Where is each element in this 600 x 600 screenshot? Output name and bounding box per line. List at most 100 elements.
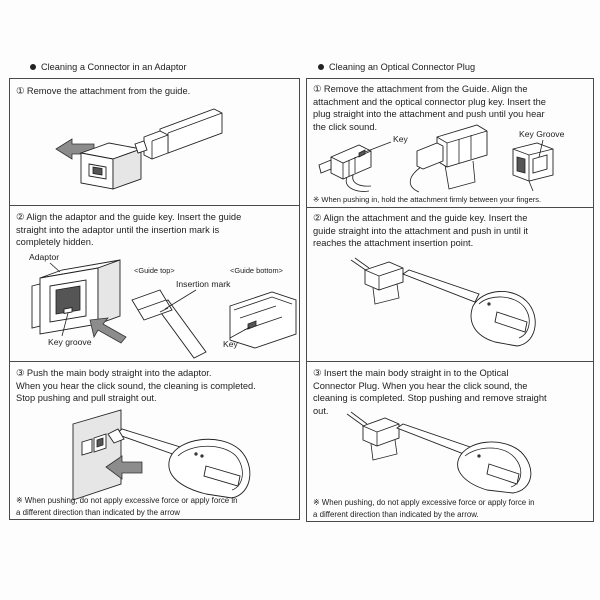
insertion-mark-line [159, 307, 169, 313]
adaptor-small [81, 438, 93, 456]
cleaner-dot [200, 454, 204, 458]
left-step-1-panel: ① Remove the attachment from the guide. [9, 78, 300, 206]
adaptor-side [97, 259, 121, 325]
cleaner-handle-contour [177, 445, 243, 491]
guide-tray-edge [233, 296, 293, 311]
guide-head [143, 130, 169, 160]
plug-body [416, 142, 444, 170]
adaptor-flange [31, 283, 41, 329]
note-line: ※ When pushing, do not apply excessive f… [16, 496, 238, 505]
label-insertion-mark: Insertion mark [176, 279, 231, 289]
text-line: guide straight into the attachment and p… [313, 225, 528, 236]
adaptor-port [55, 285, 81, 315]
text-line: cleaning is completed. Stop pushing and … [313, 393, 547, 403]
bullet-icon [318, 64, 324, 70]
right-step-2-illustration [350, 257, 536, 347]
plug-cable [345, 176, 370, 192]
text-line: ① Remove the attachment from the Guide. … [313, 84, 528, 94]
key-groove-closeup-drawing [512, 142, 554, 192]
left-section-header: Cleaning a Connector in an Adaptor [30, 62, 187, 73]
optical-plug-drawing [318, 144, 372, 192]
label-key: Key [393, 134, 408, 144]
key-groove-leader [61, 312, 69, 337]
adaptor-drawing [31, 259, 121, 335]
cleaner-handle-contour [464, 447, 522, 488]
cleaner-rod [396, 423, 474, 457]
cleaner-drawing [396, 423, 532, 494]
cleaner-dot [487, 302, 491, 306]
attachment-bracket [444, 160, 476, 190]
arrow-up-left-icon [89, 317, 127, 344]
label-adaptor: Adaptor [29, 252, 60, 262]
right-step-1-illustration [318, 124, 554, 193]
stand [372, 283, 400, 305]
left-header-text: Cleaning a Connector in an Adaptor [41, 62, 187, 72]
cleaner-slot [203, 465, 241, 487]
key-groove-leader [538, 139, 544, 158]
right-header-text: Cleaning an Optical Connector Plug [329, 62, 476, 72]
adaptor-key-groove [63, 306, 73, 315]
key-leader [229, 326, 251, 339]
guide-connector-drawing [134, 108, 223, 160]
left-step-3-text: ③ Push the main body straight into the a… [16, 367, 256, 405]
text-line: straight into the adaptor until the inse… [16, 224, 220, 235]
key-leader [364, 141, 392, 153]
right-step-3-text: ③ Insert the main body straight in to th… [313, 367, 547, 417]
guide-top-drawing [131, 289, 207, 359]
closeup-opening [516, 156, 526, 174]
right-step-2-text: ② Align the attachment and the guide key… [313, 212, 528, 250]
adaptor-port [92, 166, 103, 176]
text-line: plug straight into the attachment and pu… [313, 109, 545, 119]
plug-body [362, 417, 400, 447]
attachment-on-stand-drawing [350, 257, 404, 305]
left-step-2-text: ② Align the adaptor and the guide key. I… [16, 211, 241, 249]
closeup-key-groove [532, 154, 548, 174]
label-key-groove: Key groove [48, 337, 92, 347]
right-section-header: Cleaning an Optical Connector Plug [318, 62, 475, 73]
plug-on-stand-drawing [346, 411, 400, 461]
adaptor-leader [49, 262, 61, 273]
adaptor-drawing [79, 142, 143, 190]
text-line: ② Align the attachment and the guide key… [313, 213, 528, 223]
cleaner-drawing [402, 269, 536, 347]
text-line: Stop pushing and pull straight out. [16, 393, 157, 403]
text-line: completely hidden. [16, 237, 94, 247]
fiber-line [350, 411, 368, 425]
insertion-mark-leader [164, 289, 197, 310]
text-line: ③ Insert the main body straight in to th… [313, 368, 509, 378]
cleaner-rod [402, 269, 480, 303]
attachment-body [364, 261, 404, 291]
panel-with-adaptor-drawing [72, 409, 122, 501]
note-line: a different direction than indicated by … [313, 509, 479, 519]
stand [370, 439, 398, 461]
cleaner-handle-contour [478, 296, 530, 339]
right-step-3-note: ※ When pushing, do not apply excessive f… [313, 497, 535, 520]
right-step-2-panel: ② Align the attachment and the guide key… [306, 207, 594, 362]
mounting-plate [72, 409, 122, 501]
bullet-icon [30, 64, 36, 70]
text-line: ② Align the adaptor and the guide key. I… [16, 212, 242, 222]
arrow-shape [89, 317, 127, 344]
text-line: ① Remove the attachment from the guide. [16, 86, 191, 96]
left-step-1-illustration [55, 108, 223, 190]
closeup-cable [528, 180, 534, 192]
guide-body [159, 108, 223, 154]
guide-edge [167, 112, 223, 134]
label-key: Key [223, 339, 238, 349]
guide-ferrule [134, 140, 148, 154]
cleaner-slot [486, 463, 520, 485]
text-line: Connector Plug. When you hear the click … [313, 380, 528, 391]
left-step-2-illustration [31, 259, 297, 359]
guide-tray-line [239, 305, 277, 319]
right-step-3-illustration [346, 411, 532, 494]
plug-cable [409, 166, 422, 193]
text-line: ③ Push the main body straight into the a… [16, 368, 212, 378]
guide-bottom-drawing [229, 291, 297, 349]
cleaner-slot [494, 311, 528, 333]
text-line: When you hear the click sound, the clean… [16, 380, 256, 391]
label-guide-top: <Guide top> [134, 266, 175, 275]
label-key-groove: Key Groove [519, 129, 565, 139]
right-step-1-text: ① Remove the attachment from the Guide. … [313, 83, 546, 133]
fiber-line [354, 257, 370, 269]
left-step-3-panel: ③ Push the main body straight into the a… [9, 361, 300, 520]
